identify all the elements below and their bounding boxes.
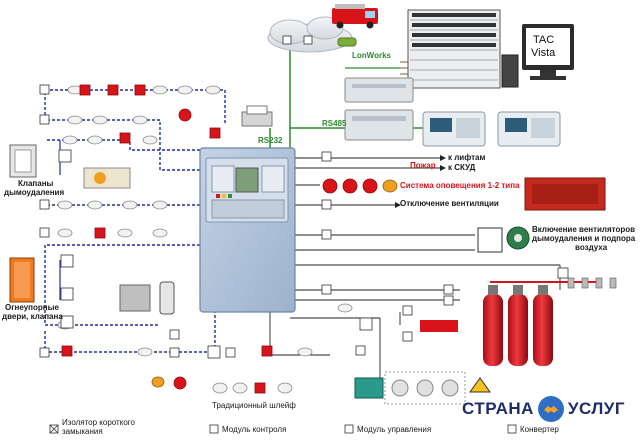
legend-isolator-line1: Изолятор короткого (62, 418, 135, 427)
firedoors-label-2: двери, клапана (2, 312, 63, 321)
printer-icon (241, 105, 273, 127)
traditional-loop-label: Традиционный шлейф (212, 401, 296, 410)
main-fire-panel (199, 147, 296, 313)
rs485-label: RS485 (322, 119, 347, 128)
smoke-exhaust-fan-icon (477, 226, 530, 253)
legend-converter: Конвертер (520, 425, 559, 434)
to-elevators-label: к лифтам (448, 153, 486, 162)
vent-off-label: Отключение вентиляции (400, 199, 499, 208)
module-boxes (39, 84, 569, 359)
smoke-fans-label-2: дымоудаления и подпора (532, 234, 636, 243)
loop-lines (44, 89, 226, 353)
tac-vista-workstation (501, 24, 574, 88)
gas-cylinders-icon (483, 277, 617, 366)
extinguishing-module-icon (354, 371, 491, 405)
legend-control-module: Модуль контроля (222, 425, 287, 434)
fire-door-icon (9, 257, 175, 315)
smoke-fans-label-1: Включение вентиляторов (532, 225, 636, 234)
legend-output-module: Модуль управления (357, 425, 432, 434)
legend-symbols (49, 424, 517, 434)
server-rack-icon (407, 9, 501, 89)
tac-vista-label-2: Vista (531, 47, 556, 59)
detectors (57, 84, 398, 394)
smoke-valves-icon (9, 144, 131, 189)
loop-valves (45, 139, 200, 151)
network-cloud (267, 16, 357, 53)
legend-isolator-line2: замыкания (62, 427, 103, 436)
loop-top (44, 89, 226, 171)
loop-lower (44, 244, 200, 326)
valves-label-1: Клапаны (18, 179, 54, 188)
repeater-panel-1 (422, 111, 486, 147)
brand-left-text: СТРАНА (462, 399, 534, 418)
fire-truck-icon (332, 4, 378, 29)
firedoors-label-1: Огнеупорные (5, 303, 59, 312)
rs232-label: RS232 (258, 136, 283, 145)
repeater-panel-2 (497, 111, 561, 147)
tac-vista-label-1: TAC (533, 34, 555, 46)
brand-right-text: УСЛУГ (567, 399, 625, 418)
lonworks-gateway (344, 77, 414, 103)
ventilation-unit-icon (524, 177, 606, 211)
fire-label: Пожар (410, 161, 436, 170)
arrowheads (395, 155, 446, 208)
to-skud-label: к СКУД (448, 163, 476, 172)
rs485-gateway (344, 109, 414, 141)
strana-uslug-logo: СТРАНА УСЛУГ (462, 396, 625, 422)
lonworks-label: LonWorks (352, 51, 391, 60)
loop-bottom (44, 310, 216, 353)
smoke-fans-label-3: воздуха (575, 243, 608, 252)
alarm-signs (420, 320, 458, 332)
handshake-icon (537, 396, 564, 422)
valves-label-2: дымоудаления (4, 188, 65, 197)
alert-system-label: Система оповещения 1-2 типа (400, 181, 520, 190)
